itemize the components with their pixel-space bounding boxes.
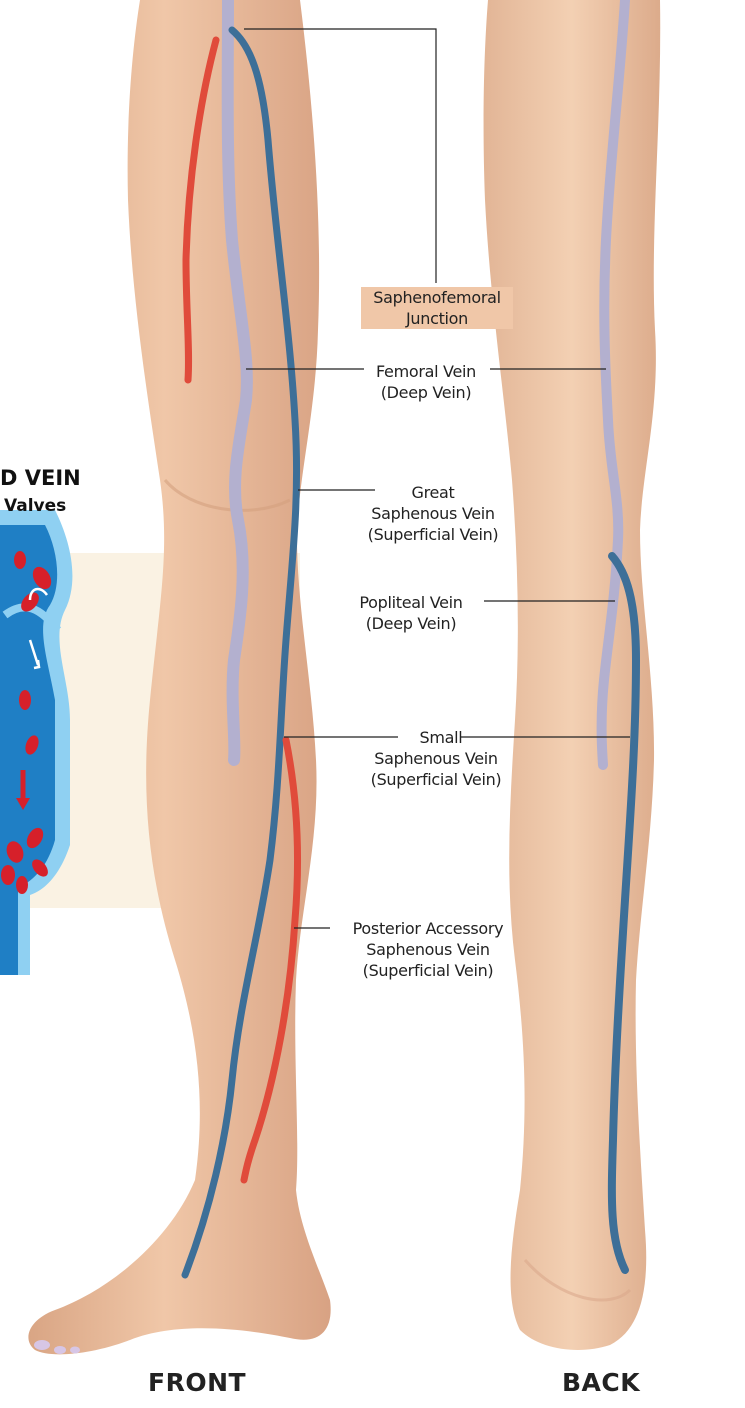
label-saphenofemoral-junction: Saphenofemoral Junction (361, 287, 513, 329)
label-great-saphenous-vein: Great Saphenous Vein (Superficial Vein) (338, 482, 528, 545)
label-back-view: BACK (562, 1368, 640, 1397)
label-small-saphenous-vein: Small Saphenous Vein (Superficial Vein) (340, 727, 532, 790)
label-femoral-vein: Femoral Vein (Deep Vein) (360, 361, 492, 403)
inset-title-line1: D VEIN (0, 466, 81, 490)
label-posterior-accessory-saphenous-vein: Posterior Accessory Saphenous Vein (Supe… (330, 918, 526, 981)
inset-subtitle: Valves (4, 496, 66, 516)
label-popliteal-vein: Popliteal Vein (Deep Vein) (336, 592, 486, 634)
inset-title-line2: Valves (4, 496, 66, 516)
inset-title: D VEIN (0, 466, 81, 490)
label-front-view: FRONT (148, 1368, 246, 1397)
